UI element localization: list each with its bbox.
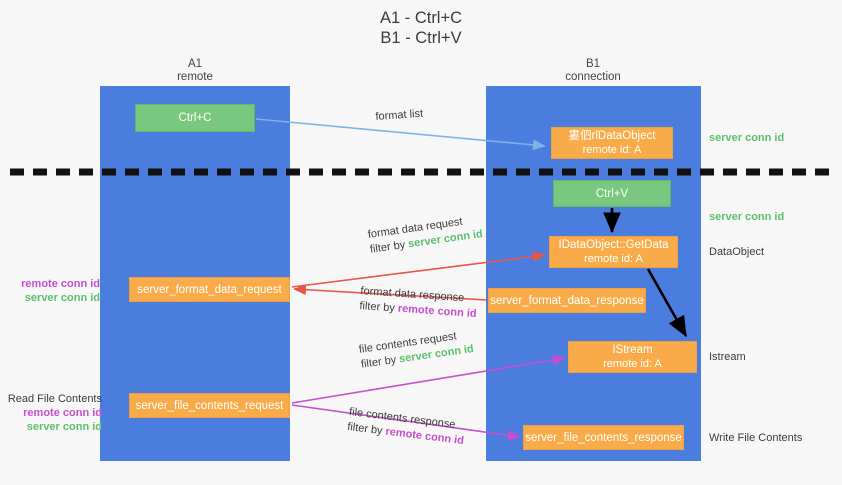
- node-istream[interactable]: IStream remote id: A: [568, 341, 697, 373]
- node-server-format-data-response[interactable]: server_format_data_response: [488, 288, 646, 313]
- node-idataobject-getdata-sub: remote id: A: [584, 253, 643, 265]
- right-label-server-conn-id-top: server conn id: [709, 132, 785, 144]
- left-label-conn-ids-format: remote conn id server conn id: [8, 277, 100, 305]
- left-label-read-file-contents: Read File Contents: [7, 393, 102, 405]
- lane-b1-subtitle: connection: [565, 71, 621, 83]
- node-clipboard-dataobject[interactable]: 婁伵rlDataObject remote id: A: [551, 127, 673, 159]
- left-label-remote-conn-id-2: remote conn id: [23, 407, 102, 419]
- edge-label-format-list-text: format list: [375, 107, 424, 123]
- node-istream-label: IStream: [612, 344, 653, 356]
- edge-label-file-contents-request: file contents request filter by server c…: [358, 327, 475, 373]
- edge-label-format-data-request-filter-prefix: filter by: [369, 238, 410, 256]
- left-label-remote-conn-id-1: remote conn id: [21, 278, 100, 290]
- left-label-server-conn-id-2: server conn id: [26, 421, 102, 433]
- title-line-1: A1 - Ctrl+C: [379, 9, 463, 27]
- node-server-file-contents-response[interactable]: server_file_contents_response: [523, 425, 684, 450]
- edge-label-format-data-response-filter-prefix: filter by: [359, 299, 399, 315]
- page-title: A1 - Ctrl+C B1 - Ctrl+V: [0, 8, 842, 48]
- node-ctrl-c-label: Ctrl+C: [178, 112, 212, 124]
- node-server-format-data-request-label: server_format_data_request: [137, 283, 282, 296]
- node-ctrl-c[interactable]: Ctrl+C: [135, 104, 255, 132]
- node-server-file-contents-request[interactable]: server_file_contents_request: [129, 393, 290, 418]
- node-idataobject-getdata[interactable]: IDataObject::GetData remote id: A: [549, 236, 678, 268]
- node-server-format-data-request[interactable]: server_format_data_request: [129, 277, 290, 302]
- right-label-server-conn-id-mid: server conn id: [709, 211, 785, 223]
- lane-a1-title: A1: [187, 58, 203, 70]
- lane-a1-subtitle: remote: [177, 71, 213, 83]
- edge-label-format-data-request: format data request filter by server con…: [367, 212, 484, 258]
- left-label-server-conn-id-1: server conn id: [24, 292, 100, 304]
- right-label-dataobject: DataObject: [709, 246, 765, 258]
- lane-b1-header: B1 connection: [528, 58, 658, 84]
- node-clipboard-dataobject-label: 婁伵rlDataObject: [568, 130, 656, 142]
- edge-label-file-contents-request-filter-prefix: filter by: [360, 353, 401, 371]
- node-server-file-contents-request-label: server_file_contents_request: [135, 399, 284, 412]
- lane-b1-title: B1: [585, 58, 601, 70]
- edge-label-file-contents-response-filter-prefix: filter by: [346, 420, 387, 438]
- node-idataobject-getdata-label: IDataObject::GetData: [558, 239, 669, 251]
- node-ctrl-v[interactable]: Ctrl+V: [553, 180, 671, 207]
- node-clipboard-dataobject-sub: remote id: A: [582, 144, 642, 156]
- edge-label-format-data-response: format data response filter by remote co…: [359, 284, 478, 322]
- edge-label-format-list: format list: [375, 107, 424, 125]
- right-label-istream: Istream: [709, 351, 746, 363]
- title-line-2: B1 - Ctrl+V: [380, 29, 462, 47]
- right-label-write-file-contents: Write File Contents: [709, 432, 803, 444]
- lane-a1-header: A1 remote: [130, 58, 260, 84]
- left-label-read-file-contents-group: Read File Contents remote conn id server…: [6, 392, 102, 434]
- node-ctrl-v-label: Ctrl+V: [595, 187, 629, 200]
- node-istream-sub: remote id: A: [603, 358, 662, 370]
- node-server-format-data-response-label: server_format_data_response: [490, 294, 644, 307]
- node-server-file-contents-response-label: server_file_contents_response: [525, 431, 682, 444]
- edge-label-file-contents-response: file contents response filter by remote …: [346, 405, 466, 449]
